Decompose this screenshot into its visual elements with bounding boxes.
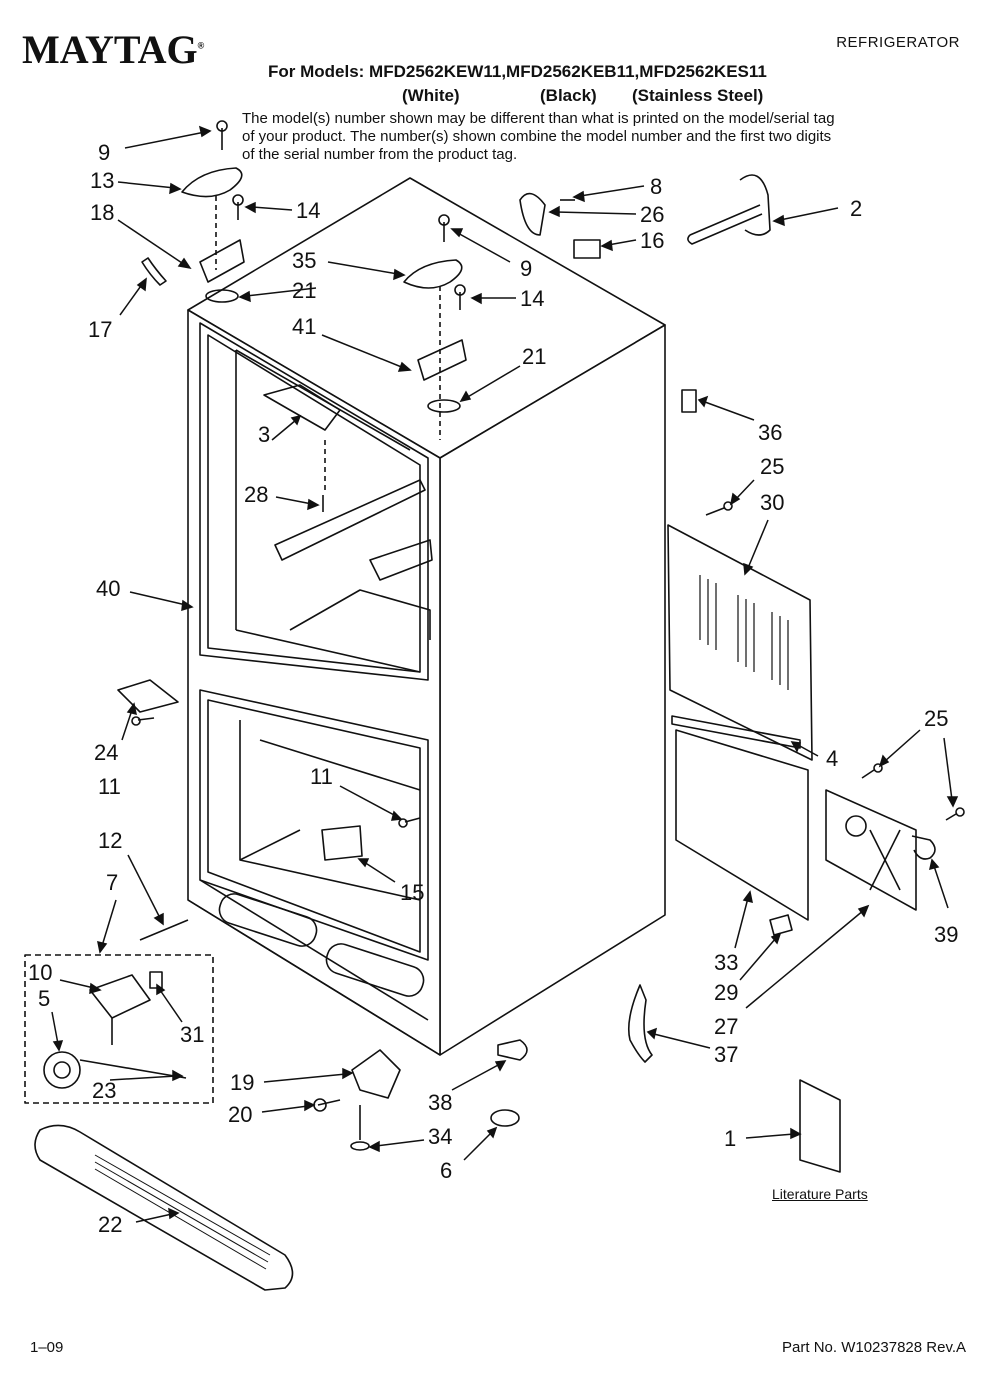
- callout-37: 37: [714, 1042, 738, 1067]
- lower-panel-33: [675, 729, 809, 921]
- callout-5: 5: [38, 986, 50, 1011]
- callout-41: 41: [292, 314, 316, 339]
- bracket-24: [117, 679, 179, 713]
- callout-33: 33: [714, 950, 738, 975]
- toe-grille-22: [34, 1124, 294, 1291]
- callout-12: 12: [98, 828, 122, 853]
- power-cord-2: [687, 174, 771, 245]
- hinge-upper-left: [199, 239, 245, 283]
- callout-13: 13: [90, 168, 114, 193]
- callout-40: 40: [96, 576, 120, 601]
- callout-21b: 21: [522, 344, 546, 369]
- callout-9b: 9: [520, 256, 532, 281]
- variant-white: (White): [402, 86, 460, 105]
- callout-14b: 14: [520, 286, 544, 311]
- callout-27: 27: [714, 1014, 738, 1039]
- callout-39: 39: [934, 922, 958, 947]
- callout-30: 30: [760, 490, 784, 515]
- variant-black: (Black): [540, 86, 597, 105]
- callout-8: 8: [650, 174, 662, 199]
- leveling-bracket-19: [351, 1049, 401, 1099]
- callout-6: 6: [440, 1158, 452, 1183]
- callout-3: 3: [258, 422, 270, 447]
- bracket-15: [321, 825, 363, 861]
- callout-2: 2: [850, 196, 862, 221]
- literature-parts-label: Literature Parts: [772, 1186, 868, 1202]
- variant-stainless: (Stainless Steel): [632, 86, 764, 105]
- callout-35: 35: [292, 248, 316, 273]
- callout-7: 7: [106, 870, 118, 895]
- callout-19: 19: [230, 1070, 254, 1095]
- roller-wheel-5: [43, 1051, 81, 1089]
- callout-11b: 11: [310, 764, 333, 789]
- screw-part-9: [216, 120, 228, 150]
- callout-29: 29: [714, 980, 738, 1005]
- models-line: For Models: MFD2562KEW11,MFD2562KEB11,MF…: [268, 62, 767, 81]
- callout-11: 11: [98, 774, 121, 799]
- rear-panel-30: [667, 524, 813, 761]
- cabinet: [187, 177, 666, 1056]
- hose-37: [627, 984, 653, 1063]
- callout-9: 9: [98, 140, 110, 165]
- screw-part-9b: [438, 214, 450, 242]
- literature-booklet-1: [799, 1079, 841, 1173]
- callout-22: 22: [98, 1212, 122, 1237]
- callout-15: 15: [400, 880, 424, 905]
- hinge-cover-35: [403, 259, 463, 289]
- model-note: The model(s) number shown may be differe…: [242, 110, 835, 163]
- compressor-bracket-27: [825, 789, 917, 911]
- callout-26: 26: [640, 202, 664, 227]
- callout-17: 17: [88, 317, 112, 342]
- callout-10: 10: [28, 960, 52, 985]
- bracket-3: [263, 384, 341, 431]
- callout-34: 34: [428, 1124, 452, 1149]
- clip-29: [769, 914, 793, 936]
- callout-14: 14: [296, 198, 320, 223]
- callout-21: 21: [292, 278, 316, 303]
- clamp-38: [497, 1039, 528, 1061]
- callout-4: 4: [826, 746, 838, 771]
- roller-assembly-box: [24, 954, 214, 1104]
- callout-23: 23: [92, 1078, 116, 1103]
- clip-31: [149, 971, 163, 989]
- category-label: REFRIGERATOR: [836, 34, 960, 51]
- roller-bracket-10: [89, 974, 151, 1019]
- clip-36: [681, 389, 697, 413]
- date-code: 1–09: [30, 1339, 64, 1356]
- callout-36: 36: [758, 420, 782, 445]
- callout-31: 31: [180, 1022, 204, 1047]
- hinge-cover-13: [181, 167, 243, 198]
- cord-clip-26: [519, 192, 546, 236]
- callout-labels: 9 13 18 14 8 26 2 16 35 9 21 14 17 41 21…: [28, 140, 958, 1237]
- callout-16: 16: [640, 228, 664, 253]
- callout-25: 25: [760, 454, 784, 479]
- connector-16: [573, 239, 601, 259]
- callout-1: 1: [724, 1126, 736, 1151]
- strip-4: [671, 715, 801, 749]
- ring-6: [490, 1109, 520, 1127]
- callout-24: 24: [94, 740, 118, 765]
- callout-25b: 25: [924, 706, 948, 731]
- hinge-upper-right: [417, 339, 467, 381]
- callout-38: 38: [428, 1090, 452, 1115]
- callout-28: 28: [244, 482, 268, 507]
- part-number: Part No. W10237828 Rev.A: [782, 1339, 966, 1356]
- brand-logo: MAYTAG®: [22, 27, 205, 72]
- callout-20: 20: [228, 1102, 252, 1127]
- clamp-39: [911, 835, 936, 860]
- callout-18: 18: [90, 200, 114, 225]
